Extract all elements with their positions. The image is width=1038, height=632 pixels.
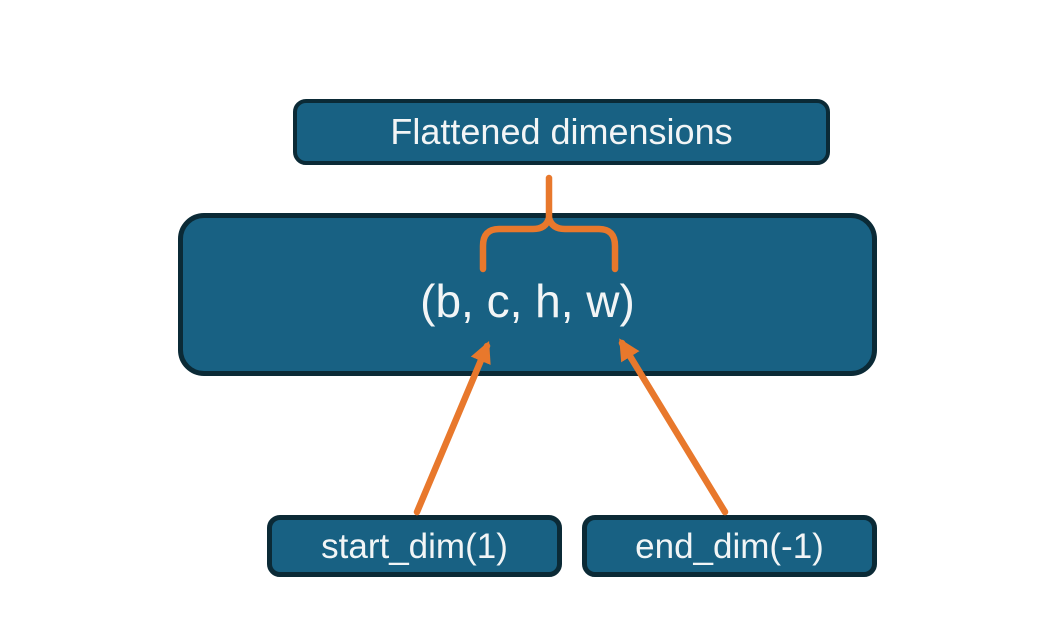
tensor-shape-box: (b, c, h, w) bbox=[178, 213, 877, 376]
flattened-dimensions-label: Flattened dimensions bbox=[390, 111, 733, 152]
tensor-shape-label: (b, c, h, w) bbox=[420, 274, 635, 327]
start-dim-box: start_dim(1) bbox=[267, 515, 562, 577]
flattened-dimensions-box: Flattened dimensions bbox=[293, 99, 830, 165]
start-dim-label: start_dim(1) bbox=[321, 526, 508, 566]
end-dim-box: end_dim(-1) bbox=[582, 515, 877, 577]
end-dim-label: end_dim(-1) bbox=[635, 526, 824, 566]
